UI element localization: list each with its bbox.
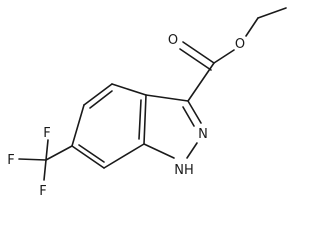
atom-label-fluorine-top: F [43,126,50,141]
bond-c3-n2-inner [182,106,195,127]
bond-c3a-c3 [145,94,189,102]
bond-cf3-f-bottom [43,159,47,181]
bond-n1-c7a [143,143,175,159]
bond-n2-n1 [186,142,198,159]
bond-ch2-ch3 [257,7,287,19]
bond-ester-o-ch2 [245,17,259,37]
chemical-structure-diagram: O O N NH F F F [7,7,287,199]
bond-cf3-f-left [18,158,47,161]
atom-label-ring-nitrogen: N [198,127,208,142]
bond-carbonyl-o-double-2 [179,48,212,71]
atom-labels: O O N NH F F F [7,33,245,199]
bond-c7-c7a [103,143,145,169]
bond-c6-c7 [71,145,105,169]
atom-label-ester-oxygen: O [235,37,245,52]
bond-c7a-c3a-inner [138,99,142,140]
bond-c3a-c4 [111,83,147,96]
bond-c3-n2 [187,100,202,124]
bond-carbonyl-o-double-1 [182,41,215,64]
bonds [18,7,287,181]
bond-c6-c7-inner [78,144,105,163]
bond-cf3-f-top [45,139,49,161]
atom-label-carbonyl-oxygen: O [168,33,178,48]
bond-c4-c5-inner [89,90,113,109]
bond-c5-c6 [71,104,85,147]
bond-c4-c5 [83,83,113,106]
bond-carbonyl-ester-o [213,49,235,64]
atom-label-fluorine-left: F [7,153,14,168]
atom-label-fluorine-bottom: F [39,184,46,199]
bond-c7a-c3a [143,94,147,145]
atom-label-ring-nh: NH [174,163,194,178]
bond-c6-cf3 [45,145,73,161]
